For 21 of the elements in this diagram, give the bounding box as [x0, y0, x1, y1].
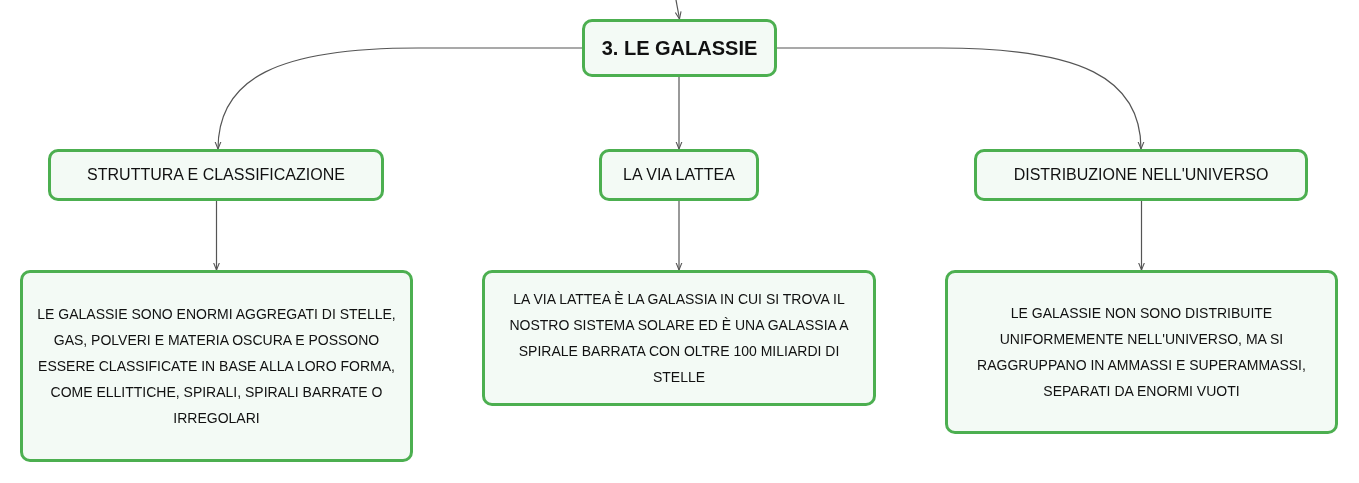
subtopic-box: [974, 149, 1308, 201]
node-label: LA VIA LATTEA: [623, 166, 735, 184]
connector-arrow: [675, 76, 683, 150]
description-box: [20, 270, 413, 462]
description-box: [945, 270, 1338, 434]
description-text: LE GALASSIE NON SONO DISTRIBUITE UNIFORMEMENTE NELL'UNIVERSO, MA SI RAGGRUPPANO IN AMMASSI E SUPERAMMASSI, SEPARATI DA ENORMI VUOTI: [976, 304, 1307, 401]
connector-arrow: [674, 0, 682, 20]
description-box: [482, 270, 876, 406]
connector-arrow: [776, 47, 1144, 150]
subtopic-box: [48, 149, 384, 201]
node-label: STRUTTURA E CLASSIFICAZIONE: [87, 166, 345, 184]
connector-arrow: [675, 200, 683, 271]
subtopic-box: [599, 149, 759, 201]
description-text: LE GALASSIE SONO ENORMI AGGREGATI DI STELLE, GAS, POLVERI E MATERIA OSCURA E POSSONO ESSERE CLASSIFICATE IN BASE ALLA LORO FORMA, COME ELLITTICHE, SPIRALI, SPIRALI BARRATE O IRREGOLARI: [36, 305, 397, 428]
connector-arrow: [213, 200, 220, 271]
description-text: LA VIA LATTEA È LA GALASSIA IN CUI SI TROVA IL NOSTRO SISTEMA SOLARE ED È UNA GALASSIA A SPIRALE BARRATA CON OLTRE 100 MILIARDI DI STELLE: [508, 290, 850, 387]
topic-box: [582, 19, 777, 77]
connector-arrow: [215, 47, 583, 150]
node-label: DISTRIBUZIONE NELL'UNIVERSO: [1013, 166, 1269, 184]
node-label: 3. LE GALASSIE: [601, 36, 758, 60]
connector-arrow: [1138, 200, 1145, 271]
